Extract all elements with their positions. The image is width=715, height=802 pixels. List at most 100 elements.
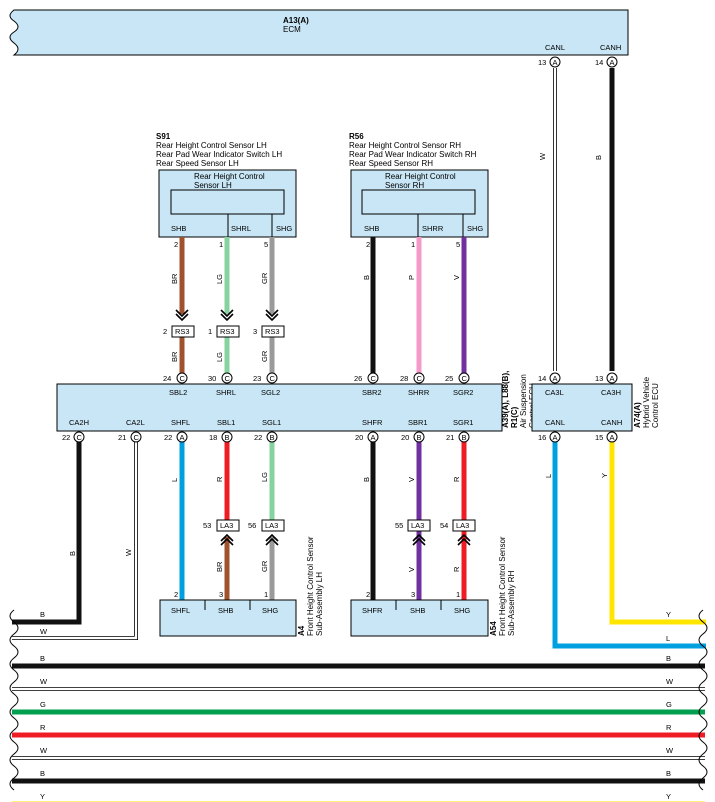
bus-label-left-2: G bbox=[40, 700, 46, 709]
la3-num-56: 56 bbox=[248, 521, 256, 530]
ecu-num-24: 24 bbox=[163, 374, 171, 383]
bus-label-right-3: R bbox=[666, 723, 672, 732]
ecu-num-20b: 20 bbox=[401, 433, 409, 442]
a54-pin-shfr: SHFR bbox=[362, 606, 383, 615]
wire-label-fr-r: R bbox=[452, 476, 461, 482]
hv-top-terminals: 14 A 13 A bbox=[538, 372, 618, 384]
r56-num-1: 1 bbox=[411, 240, 415, 249]
s91-line3: Rear Speed Sensor LH bbox=[156, 159, 239, 168]
wire-label-fl-lg: LG bbox=[260, 472, 269, 482]
a4-num-2: 2 bbox=[174, 590, 178, 599]
wire-ecm-canh-label: B bbox=[594, 155, 603, 160]
wire-label-fl-r: R bbox=[215, 476, 224, 482]
ecu-code-3: Air Suspension bbox=[519, 374, 528, 428]
ecu-conn-ca2l: C bbox=[134, 433, 140, 442]
hv-pin-canl: CANL bbox=[545, 418, 565, 427]
bus-label-right-2: G bbox=[666, 700, 672, 709]
ecu-num-28: 28 bbox=[400, 374, 408, 383]
ecu-top-terminals: 24 C 30 C 23 C 26 C 28 C 25 C bbox=[163, 372, 470, 384]
hv-code: A74(A) bbox=[633, 402, 642, 428]
ecu-conn-c5: C bbox=[417, 374, 423, 383]
s91-pin-shg: SHG bbox=[276, 224, 292, 233]
r56-line3: Rear Speed Sensor RH bbox=[349, 159, 433, 168]
r56-line1: Rear Height Control Sensor RH bbox=[349, 141, 461, 150]
wire-label-fl-gr: GR bbox=[260, 560, 269, 572]
la3-num-54: 54 bbox=[440, 521, 448, 530]
bus-label-right-6: Y bbox=[666, 792, 671, 801]
a54-line1: Front Height Control Sensor bbox=[498, 536, 507, 636]
left-break-edge bbox=[9, 609, 19, 791]
a54-num-2: 2 bbox=[366, 590, 370, 599]
wire-label-rl-br-2: BR bbox=[170, 351, 179, 362]
s91-num-2: 2 bbox=[174, 240, 178, 249]
a54-label: A54 Front Height Control Sensor Sub-Asse… bbox=[489, 536, 516, 636]
a4-pin-shfl: SHFL bbox=[171, 606, 190, 615]
ecu-num-22b: 22 bbox=[254, 433, 262, 442]
a4-line2: Sub-Assembly LH bbox=[315, 572, 324, 636]
wire-label-hv-canl: L bbox=[544, 474, 553, 478]
ecm-num-13: 13 bbox=[538, 58, 546, 67]
la3-label-4: LA3 bbox=[456, 521, 469, 530]
s91-line2: Rear Pad Wear Indicator Switch LH bbox=[156, 150, 282, 159]
wire-label-fr-r2: R bbox=[452, 566, 461, 572]
ecu-code-1: A39(A), L88(B), bbox=[501, 371, 510, 428]
ecu-num-21b: 21 bbox=[446, 433, 454, 442]
ecu-conn-c3: C bbox=[270, 374, 276, 383]
bus-label-left-3: R bbox=[40, 723, 46, 732]
ecu-num-25: 25 bbox=[445, 374, 453, 383]
rs3-label-1: RS3 bbox=[175, 327, 190, 336]
la3-label-2: LA3 bbox=[265, 521, 278, 530]
wire-label-ca2h: B bbox=[68, 551, 77, 556]
hv-num-13: 13 bbox=[595, 374, 603, 383]
hv-line2: Control ECU bbox=[651, 383, 660, 428]
a4-sensor-block: SHFL SHB SHG bbox=[159, 599, 297, 637]
s91-code: S91 bbox=[156, 132, 171, 141]
wire-label-rr-b: B bbox=[362, 275, 371, 280]
r56-title1: Rear Height Control bbox=[385, 172, 456, 181]
wire-label-rl-lg: LG bbox=[215, 274, 224, 284]
ecm-conn-a1: A bbox=[553, 58, 558, 67]
a4-num-3: 3 bbox=[219, 590, 223, 599]
ecu-num-26: 26 bbox=[354, 374, 362, 383]
wire-hv-canl bbox=[552, 442, 706, 649]
a54-num-3: 3 bbox=[411, 590, 415, 599]
hv-pin-ca3l: CA3L bbox=[545, 388, 564, 397]
wire-label-fr-v2: V bbox=[407, 567, 416, 572]
la3-connector-1: LA3 53 bbox=[203, 519, 240, 546]
r56-title2: Sensor RH bbox=[385, 181, 424, 190]
bus-label-left-1: W bbox=[40, 677, 48, 686]
ecu-code-2: R1(C) bbox=[510, 406, 519, 428]
s91-num-5: 5 bbox=[264, 240, 268, 249]
bus-label-left-5: B bbox=[40, 769, 45, 778]
s91-title1: Rear Height Control bbox=[194, 172, 265, 181]
wire-label-rl-lg-2: LG bbox=[215, 352, 224, 362]
hv-conn-top1: A bbox=[553, 374, 558, 383]
bus-label-right-4: W bbox=[666, 746, 674, 755]
ecm-num-14: 14 bbox=[595, 58, 603, 67]
right-break-edge bbox=[698, 609, 708, 791]
la3-connector-4: LA3 54 bbox=[440, 519, 476, 546]
a54-sensor-block: SHFR SHB SHG bbox=[350, 599, 489, 637]
hv-pin-canh: CANH bbox=[601, 418, 622, 427]
ecm-name: ECM bbox=[283, 25, 301, 34]
rs3-label-3: RS3 bbox=[265, 327, 280, 336]
ecu-num-22a: 22 bbox=[164, 433, 172, 442]
rs3-connector-1: RS3 2 bbox=[163, 309, 195, 338]
ecu-conn-c1: C bbox=[180, 374, 186, 383]
ecu-num-18b: 18 bbox=[209, 433, 217, 442]
ecm-conn-a2: A bbox=[610, 58, 615, 67]
ecu-bottom-terminals: 22 C 21 C 22 A 18 B 22 B 20 A 20 B 21 B bbox=[62, 431, 470, 443]
bus-label-right-5: B bbox=[666, 769, 671, 778]
ecu-conn-shfl: A bbox=[180, 433, 185, 442]
r56-block: Rear Height Control Sensor RH SHB SHRR S… bbox=[350, 169, 489, 238]
s91-num-1: 1 bbox=[219, 240, 223, 249]
ecu-num-30: 30 bbox=[208, 374, 216, 383]
wire-label-right-l: L bbox=[666, 634, 670, 643]
ecm-terminals: A A bbox=[549, 56, 618, 68]
wire-label-ca2l: W bbox=[124, 548, 133, 556]
ecu-pin-shfr: SHFR bbox=[362, 418, 383, 427]
ecu-conn-sgr1: B bbox=[462, 433, 467, 442]
a4-num-1: 1 bbox=[264, 590, 268, 599]
ecu-num-20a: 20 bbox=[355, 433, 363, 442]
bus-label-right-1: W bbox=[666, 677, 674, 686]
